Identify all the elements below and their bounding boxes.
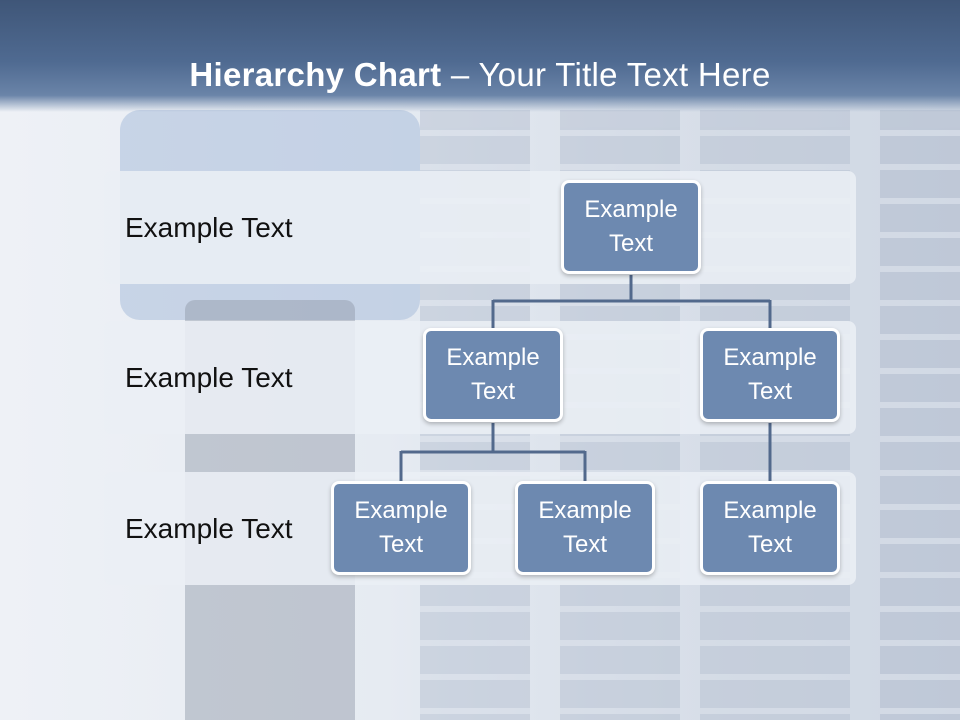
node-level3-c-text: Example Text: [723, 497, 817, 558]
rack-shelf: [420, 708, 530, 714]
rack-shelf: [420, 640, 530, 646]
node-level2-right-text: Example Text: [723, 344, 817, 405]
rack-shelf: [560, 300, 680, 306]
node-level2-right[interactable]: Example Text: [700, 328, 840, 422]
rack-shelf: [560, 708, 680, 714]
rack-shelf: [560, 606, 680, 612]
rack-shelf: [700, 130, 850, 136]
server-rack: [880, 110, 960, 720]
node-level3-a-text: Example Text: [354, 497, 448, 558]
node-level2-left[interactable]: Example Text: [423, 328, 563, 422]
title-bar: [0, 0, 960, 112]
rack-shelf: [700, 300, 850, 306]
node-level3-b[interactable]: Example Text: [515, 481, 655, 575]
rack-shelf: [880, 300, 960, 306]
rack-shelf: [880, 334, 960, 340]
rack-shelf: [880, 708, 960, 714]
rack-shelf: [880, 674, 960, 680]
level-label-1: Example Text: [125, 212, 293, 243]
rack-shelf: [880, 470, 960, 476]
level-label-3: Example Text: [125, 513, 293, 544]
rack-shelf: [420, 164, 530, 170]
rack-shelf: [880, 436, 960, 442]
node-root-text: Example Text: [584, 196, 678, 257]
rack-shelf: [880, 368, 960, 374]
rack-shelf: [420, 606, 530, 612]
rack-shelf: [700, 436, 850, 442]
title-rest: – Your Title Text Here: [441, 56, 771, 93]
rack-shelf: [880, 232, 960, 238]
rack-shelf: [700, 674, 850, 680]
rack-shelf: [880, 164, 960, 170]
rack-shelf: [560, 130, 680, 136]
rack-shelf: [880, 402, 960, 408]
rack-shelf: [880, 130, 960, 136]
node-root[interactable]: Example Text: [561, 180, 701, 274]
node-level3-b-text: Example Text: [538, 497, 632, 558]
page-title: Hierarchy Chart – Your Title Text Here: [0, 56, 960, 94]
rack-shelf: [700, 640, 850, 646]
node-level3-a[interactable]: Example Text: [331, 481, 471, 575]
rack-shelf: [880, 504, 960, 510]
rack-shelf: [880, 606, 960, 612]
rack-shelf: [560, 436, 680, 442]
rack-shelf: [560, 674, 680, 680]
node-level3-c[interactable]: Example Text: [700, 481, 840, 575]
rack-shelf: [880, 266, 960, 272]
rack-shelf: [880, 198, 960, 204]
rack-shelf: [700, 164, 850, 170]
rack-shelf: [880, 538, 960, 544]
rack-shelf: [420, 436, 530, 442]
rack-shelf: [420, 300, 530, 306]
rack-shelf: [880, 572, 960, 578]
node-level2-left-text: Example Text: [446, 344, 540, 405]
rack-shelf: [560, 164, 680, 170]
rack-shelf: [880, 640, 960, 646]
rack-shelf: [420, 674, 530, 680]
rack-shelf: [700, 708, 850, 714]
level-band-1: Example Text: [104, 171, 856, 284]
rack-shelf: [700, 606, 850, 612]
title-bold: Hierarchy Chart: [189, 56, 442, 93]
rack-shelf: [560, 640, 680, 646]
rack-shelf: [420, 130, 530, 136]
level-label-2: Example Text: [125, 362, 293, 393]
